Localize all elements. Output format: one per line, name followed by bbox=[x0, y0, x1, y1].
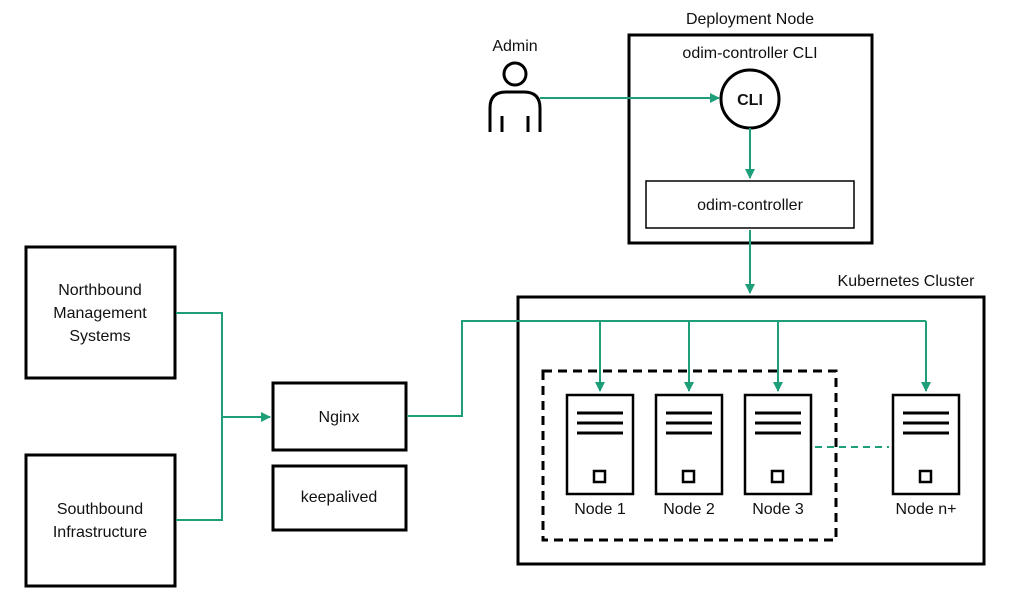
northbound-line-2: Management bbox=[53, 305, 147, 322]
keepalived-box bbox=[271, 464, 408, 532]
node-label: Node n+ bbox=[896, 501, 957, 518]
nginx-to-nodes-line bbox=[407, 320, 926, 417]
northbound-line-3: Systems bbox=[69, 328, 130, 345]
keepalived-label: keepalived bbox=[301, 489, 378, 506]
southbound-line-1: Southbound bbox=[57, 501, 143, 518]
odim-controller-label: odim-controller bbox=[697, 197, 803, 214]
node-n: Node n+ bbox=[891, 393, 961, 518]
cli-label: CLI bbox=[737, 92, 763, 109]
nginx-label: Nginx bbox=[319, 409, 360, 426]
clients-bracket-line bbox=[176, 312, 223, 521]
nginx-box bbox=[271, 381, 408, 452]
southbound-line-2: Infrastructure bbox=[53, 524, 147, 541]
node-1: Node 1 bbox=[565, 393, 635, 518]
connectors bbox=[176, 93, 931, 521]
cluster-title: Kubernetes Cluster bbox=[838, 273, 976, 290]
node-label: Node 2 bbox=[663, 501, 715, 518]
server-icon bbox=[743, 393, 813, 496]
server-icon bbox=[654, 393, 724, 496]
admin-label: Admin bbox=[492, 38, 537, 55]
person-icon bbox=[488, 61, 542, 132]
northbound-box bbox=[24, 245, 177, 380]
odim-controller-box bbox=[645, 180, 855, 229]
node-3: Node 3 bbox=[743, 393, 813, 518]
node-label: Node 1 bbox=[574, 501, 626, 518]
ha-node-group bbox=[541, 369, 838, 542]
server-icon bbox=[891, 393, 961, 496]
node-2: Node 2 bbox=[654, 393, 724, 518]
cli-group-label: odim-controller CLI bbox=[682, 45, 817, 62]
northbound-line-1: Northbound bbox=[58, 282, 142, 299]
node-label: Node 3 bbox=[752, 501, 804, 518]
server-icon bbox=[565, 393, 635, 496]
deployment-node-title: Deployment Node bbox=[686, 11, 814, 28]
southbound-box bbox=[24, 453, 177, 588]
